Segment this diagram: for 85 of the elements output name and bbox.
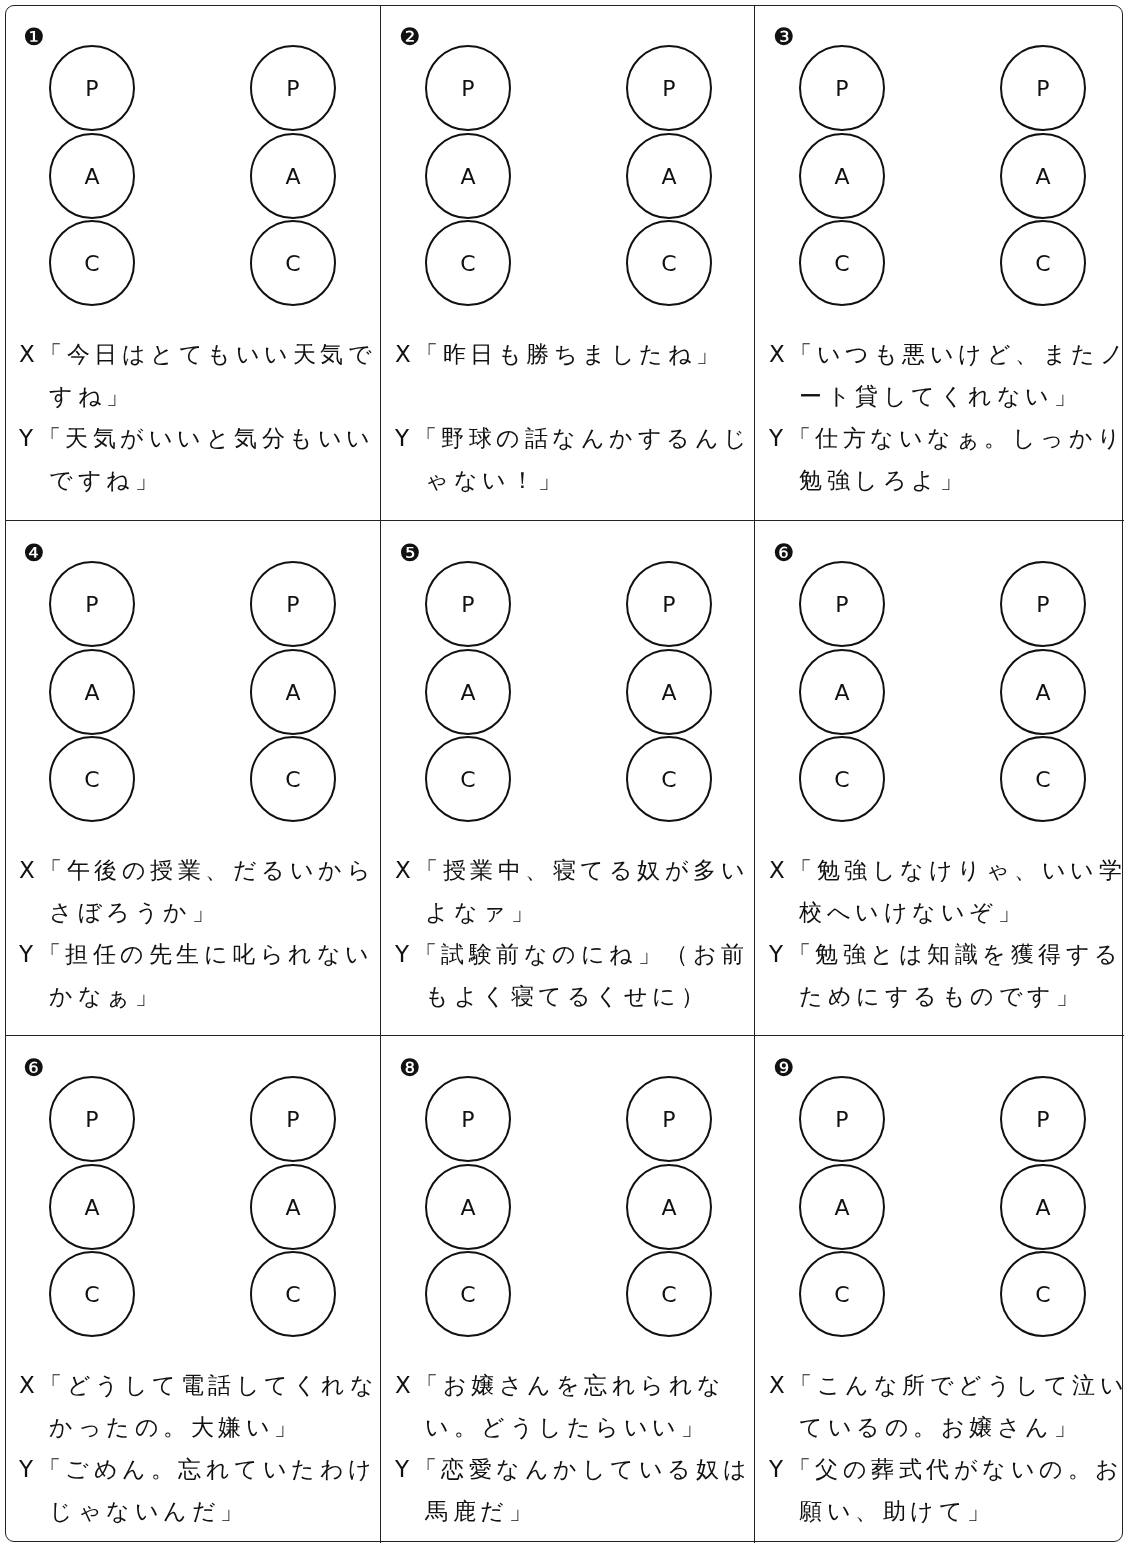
circle-letter: C — [834, 766, 850, 792]
circle-letter: A — [460, 679, 476, 705]
grid-cell — [381, 521, 755, 1036]
dialogue-line: Y「父の葬式代がないの。お願い、助けて」 — [769, 1455, 1125, 1526]
circle-letter: C — [84, 1281, 100, 1307]
circle-letter: A — [661, 163, 677, 189]
circle-letter: C — [460, 1281, 476, 1307]
dialogue-line: Y「野球の話なんかするんじゃない！」 — [395, 424, 753, 495]
circle-letter: A — [1035, 163, 1051, 189]
circle-letter: A — [1035, 679, 1051, 705]
number-marker: ❽ — [399, 1056, 421, 1080]
circle-letter: P — [286, 591, 300, 617]
circle-letter: P — [835, 591, 849, 617]
dialogue-line: X「こんな所でどうして泣いているの。お嬢さん」 — [769, 1371, 1129, 1442]
dialogue-line: X「昨日も勝ちましたね」 — [395, 340, 725, 369]
circle-letter: P — [1036, 1106, 1050, 1132]
circle-letter: P — [662, 591, 676, 617]
dialogue-line: Y「仕方ないなぁ。しっかり勉強しろよ」 — [769, 424, 1127, 495]
circle-letter: P — [461, 1106, 475, 1132]
circle-letter: P — [1036, 75, 1050, 101]
circle-letter: C — [661, 766, 677, 792]
circle-letter: C — [661, 250, 677, 276]
dialogue-line: Y「恋愛なんかしている奴は馬鹿だ」 — [395, 1455, 753, 1526]
circle-letter: P — [835, 75, 849, 101]
circle-letter: A — [661, 679, 677, 705]
circle-letter: C — [84, 766, 100, 792]
dialogue-line: X「授業中、寝てる奴が多いよなァ」 — [395, 856, 751, 927]
number-marker: ❶ — [23, 25, 45, 49]
circle-letter: P — [286, 75, 300, 101]
circle-letter: C — [1035, 766, 1051, 792]
circle-letter: A — [834, 1194, 850, 1220]
circle-letter: P — [835, 1106, 849, 1132]
number-marker: ❺ — [399, 541, 421, 565]
number-marker: ❾ — [773, 1056, 795, 1080]
circle-letter: A — [1035, 1194, 1051, 1220]
dialogue-line: Y「ごめん。忘れていたわけじゃないんだ」 — [19, 1455, 378, 1526]
circle-letter: A — [460, 163, 476, 189]
circle-letter: A — [84, 679, 100, 705]
circle-letter: A — [285, 1194, 301, 1220]
circle-letter: A — [834, 679, 850, 705]
dialogue-line: Y「担任の先生に叱られないかなぁ」 — [19, 940, 375, 1011]
circle-letter: A — [834, 163, 850, 189]
circle-letter: C — [460, 766, 476, 792]
circle-letter: P — [461, 75, 475, 101]
grid-cell — [5, 521, 381, 1036]
dialogue-line: Y「勉強とは知識を獲得するためにするものです」 — [769, 940, 1124, 1011]
dialogue-line: X「今日はとてもいい天気ですね」 — [19, 340, 378, 411]
grid-cell — [381, 5, 755, 521]
circle-letter: A — [84, 1194, 100, 1220]
circle-letter: C — [834, 1281, 850, 1307]
circle-letter: P — [286, 1106, 300, 1132]
number-marker: ❷ — [399, 25, 421, 49]
number-marker: ❻ — [23, 1056, 45, 1080]
circle-letter: C — [1035, 1281, 1051, 1307]
dialogue-line: Y「試験前なのにね」（お前もよく寝てるくせに） — [395, 940, 750, 1011]
circle-letter: P — [662, 75, 676, 101]
circle-letter: A — [285, 163, 301, 189]
number-marker: ❻ — [773, 541, 795, 565]
dialogue-line: X「午後の授業、だるいからさぼろうか」 — [19, 856, 377, 927]
circle-letter: P — [85, 1106, 99, 1132]
number-marker: ❸ — [773, 25, 795, 49]
circle-letter: P — [85, 591, 99, 617]
circle-letter: C — [661, 1281, 677, 1307]
circle-letter: P — [662, 1106, 676, 1132]
grid-cell — [5, 5, 381, 521]
circle-letter: P — [85, 75, 99, 101]
dialogue-line: Y「天気がいいと気分もいいですね」 — [19, 424, 376, 495]
dialogue-line: X「勉強しなけりゃ、いい学校へいけないぞ」 — [769, 856, 1128, 927]
circle-letter: C — [84, 250, 100, 276]
number-marker: ❹ — [23, 541, 45, 565]
circle-letter: A — [285, 679, 301, 705]
circle-letter: C — [834, 250, 850, 276]
dialogue-line: X「いつも悪いけど、またノート貸してくれない」 — [769, 340, 1129, 411]
circle-letter: C — [460, 250, 476, 276]
circle-letter: C — [285, 250, 301, 276]
circle-letter: A — [84, 163, 100, 189]
circle-letter: C — [285, 1281, 301, 1307]
dialogue-line: X「お嬢さんを忘れられない。どうしたらいい」 — [395, 1371, 727, 1442]
circle-letter: A — [460, 1194, 476, 1220]
dialogue-line: X「どうして電話してくれなかったの。大嫌い」 — [19, 1371, 379, 1442]
circle-letter: A — [661, 1194, 677, 1220]
circle-letter: C — [285, 766, 301, 792]
circle-letter: P — [461, 591, 475, 617]
circle-letter: P — [1036, 591, 1050, 617]
circle-letter: C — [1035, 250, 1051, 276]
